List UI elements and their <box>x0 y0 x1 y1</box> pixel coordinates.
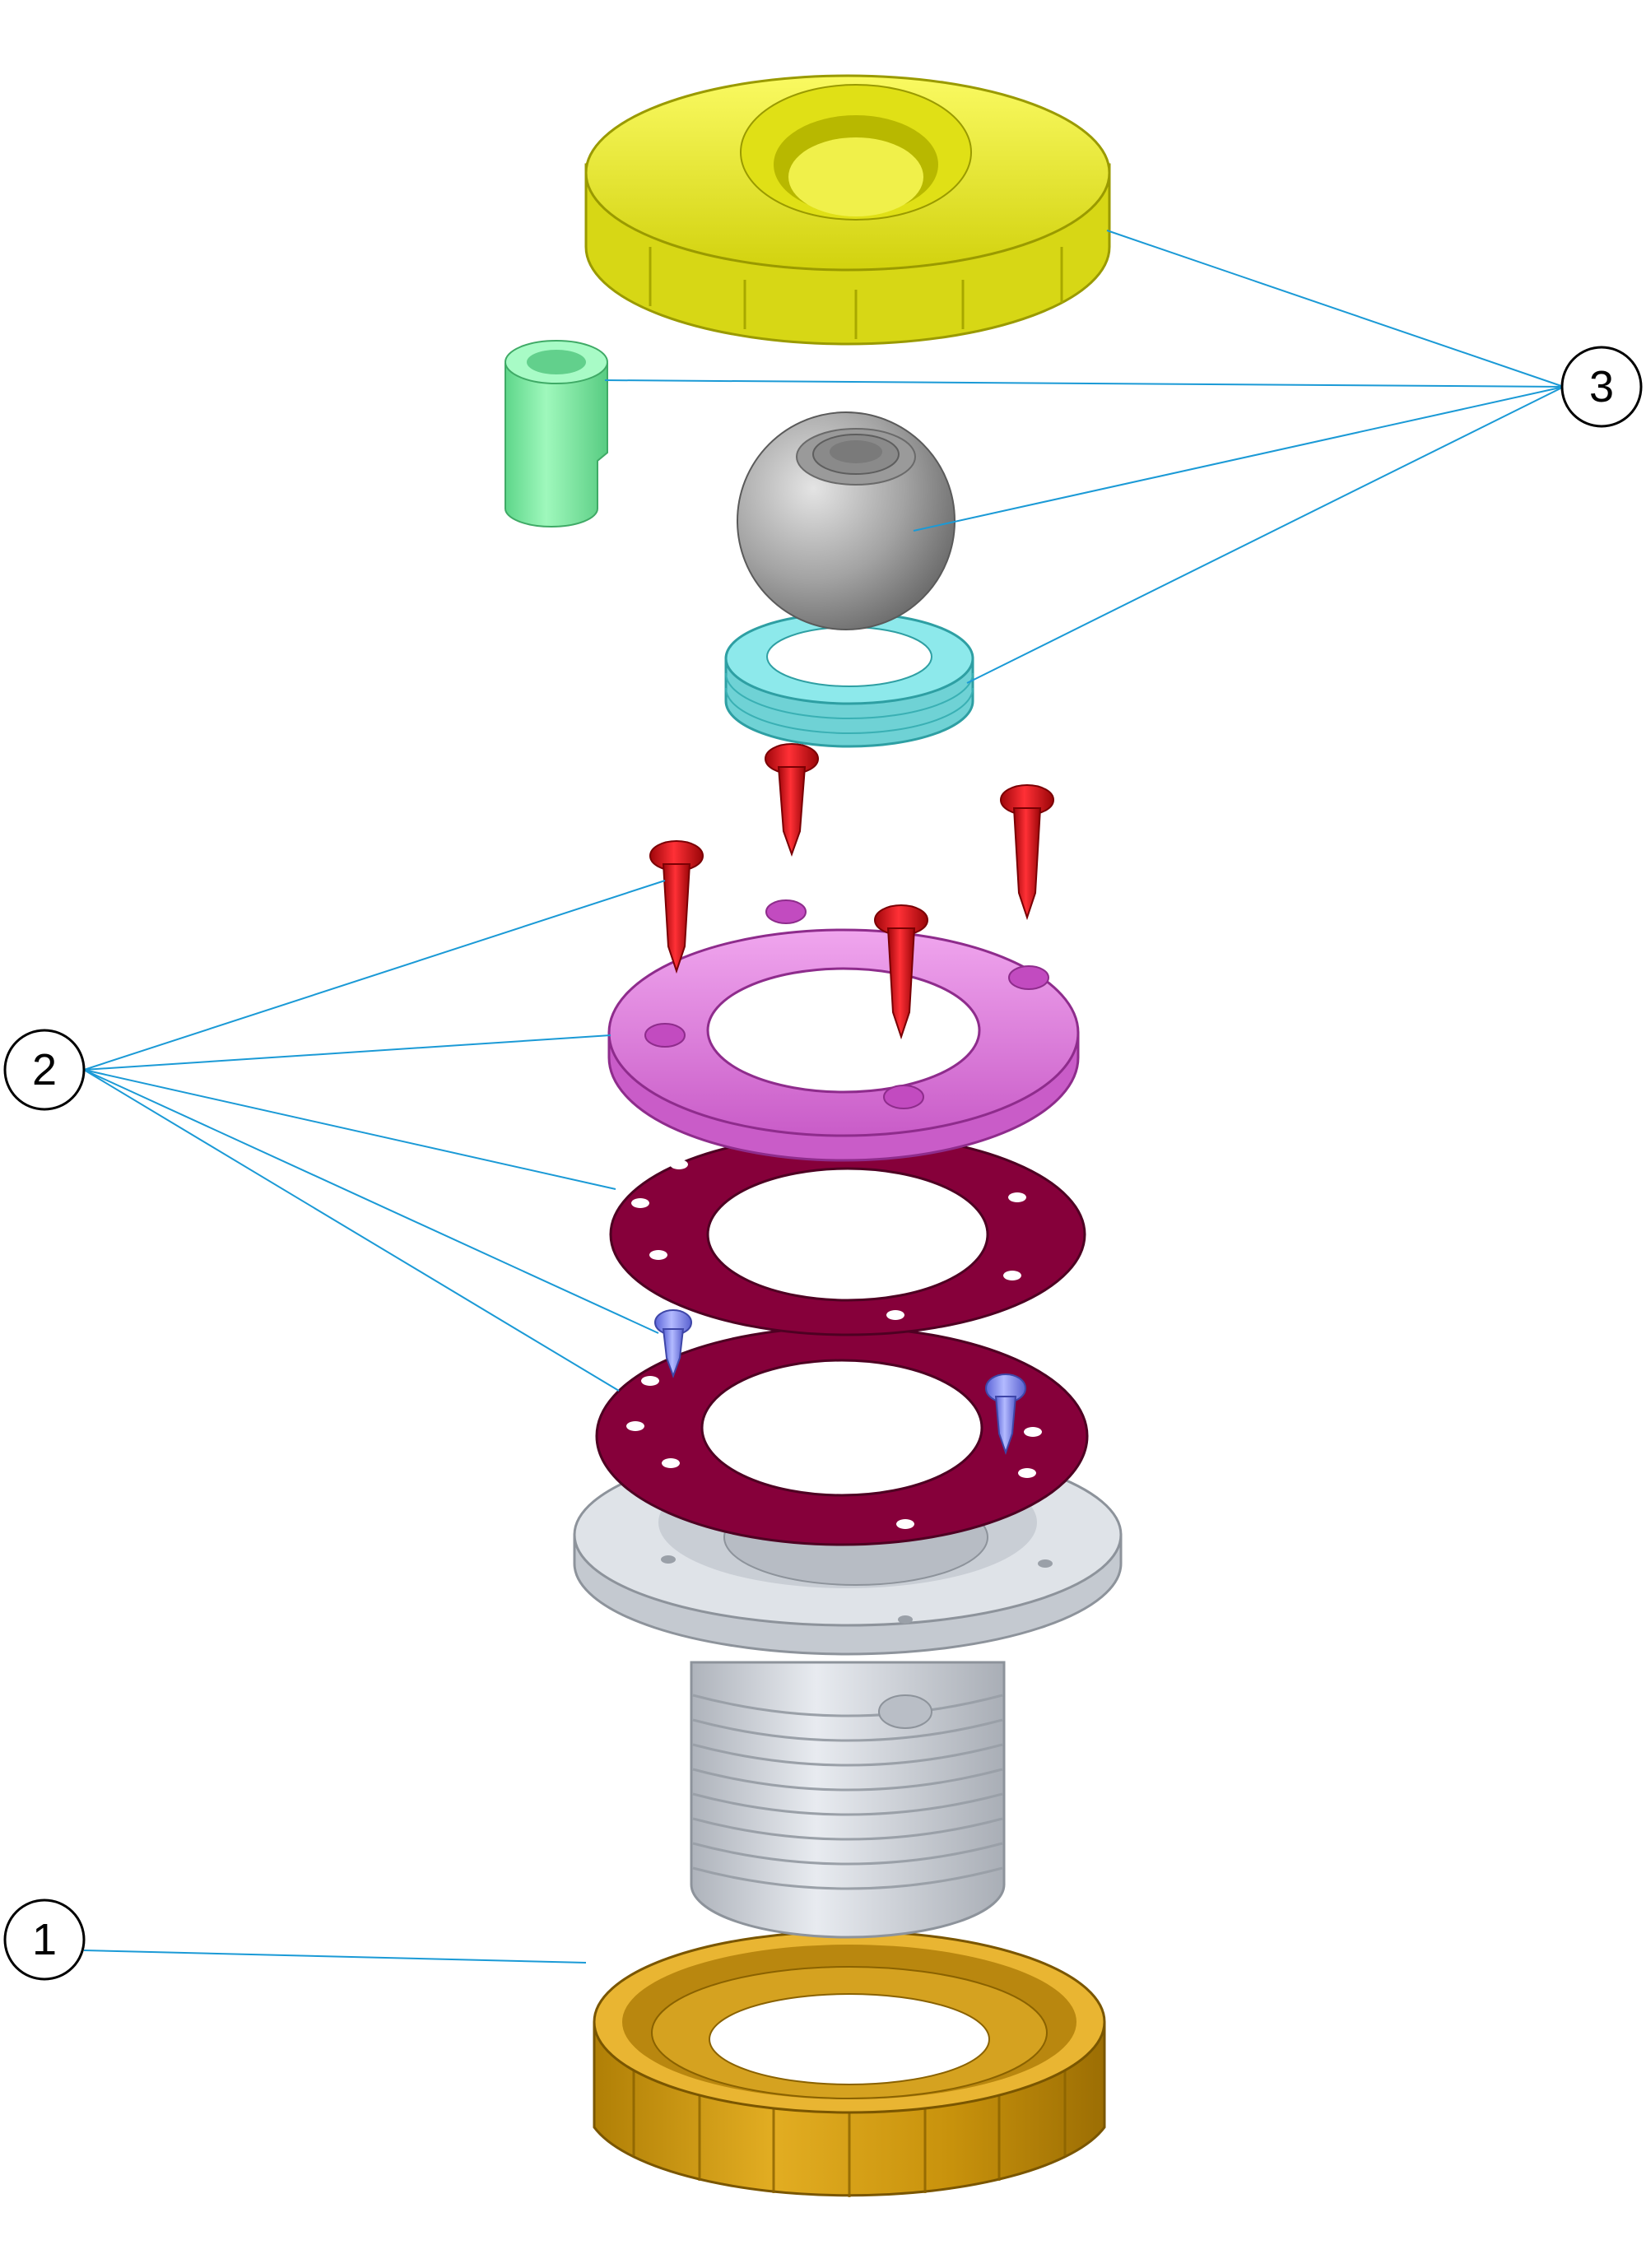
callout-2: 2 <box>3 1029 86 1111</box>
blue-screw-left <box>654 1309 692 1378</box>
red-screw-4 <box>874 904 928 1040</box>
gasket-upper <box>609 1132 1086 1336</box>
lock-nut <box>593 1930 1106 2197</box>
red-screw-1 <box>649 840 704 974</box>
callout-3-label: 3 <box>1589 362 1614 411</box>
red-screw-3 <box>1000 784 1054 921</box>
gasket-lower <box>595 1326 1089 1546</box>
callout-1: 1 <box>3 1899 86 1981</box>
seat-ring <box>724 611 974 748</box>
callout-1-label: 1 <box>32 1915 57 1964</box>
leader-group-1 <box>83 1950 587 1964</box>
face-cap <box>584 74 1111 346</box>
blue-screw-right <box>985 1373 1026 1456</box>
flange-screws <box>649 743 1054 1040</box>
leader-lines <box>83 230 1565 1964</box>
leader-group-3 <box>604 230 1565 684</box>
nozzle-insert <box>504 340 608 527</box>
callout-3: 3 <box>1560 346 1643 428</box>
gasket-screws <box>654 1309 1026 1456</box>
red-screw-2 <box>765 743 819 857</box>
eyeball <box>737 411 956 630</box>
flange-ring <box>607 899 1080 1162</box>
leader-group-2 <box>83 880 666 1392</box>
callout-2-label: 2 <box>32 1045 57 1094</box>
